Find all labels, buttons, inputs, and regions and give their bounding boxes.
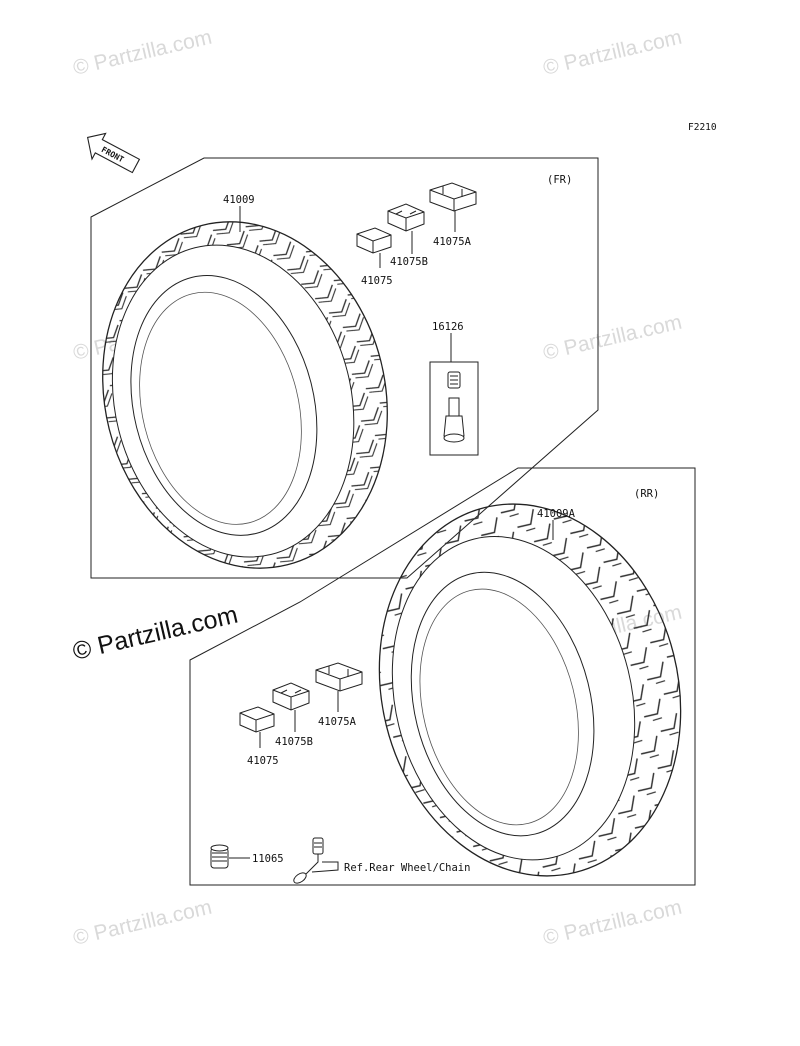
front-balance-weight-41075 [356, 227, 392, 268]
watermark-text: © Partzilla.com [541, 311, 684, 365]
rear-group-label: (RR) [634, 488, 659, 500]
rear-weight-label-1: 41075 [247, 755, 279, 767]
rear-balance-weight-41075b [272, 682, 310, 732]
front-tire-part-number: 41009 [223, 194, 255, 206]
watermark-text: © Partzilla.com [71, 896, 214, 950]
rear-tire-part-number: 41009A [537, 508, 576, 520]
watermark-text: © Partzilla.com [541, 26, 684, 80]
front-group-label: (FR) [547, 174, 572, 186]
rear-reference-note: Ref.Rear Wheel/Chain [344, 862, 470, 874]
front-weight-label-1: 41075 [361, 275, 393, 287]
rear-balance-weight-41075 [239, 706, 275, 748]
rear-cap-part-number: 11065 [252, 853, 284, 865]
front-weight-label-3: 41075A [433, 236, 472, 248]
leader-line [311, 861, 339, 873]
front-group-frame [90, 157, 599, 579]
rear-balance-weight-41075a [315, 662, 363, 712]
front-direction-arrow: FRONT [86, 132, 141, 174]
front-tire [102, 221, 388, 569]
rear-group-frame [189, 467, 696, 886]
tire-valve-icon [429, 361, 479, 456]
valve-cap-icon [210, 844, 229, 869]
watermark-text: © Partzilla.com [71, 26, 214, 80]
front-valve-part-number: 16126 [432, 321, 464, 333]
front-balance-weight-41075b [387, 203, 425, 254]
angled-valve-icon [293, 837, 324, 884]
front-balance-weight-41075a [429, 182, 477, 232]
front-weight-label-2: 41075B [390, 256, 428, 268]
rear-tire [378, 503, 682, 877]
main-watermark: © Partzilla.com [70, 601, 240, 666]
watermark-text: © Partzilla.com [541, 896, 684, 950]
rear-weight-label-2: 41075B [275, 736, 313, 748]
figure-code: F2210 [688, 122, 717, 133]
rear-weight-label-3: 41075A [318, 716, 357, 728]
